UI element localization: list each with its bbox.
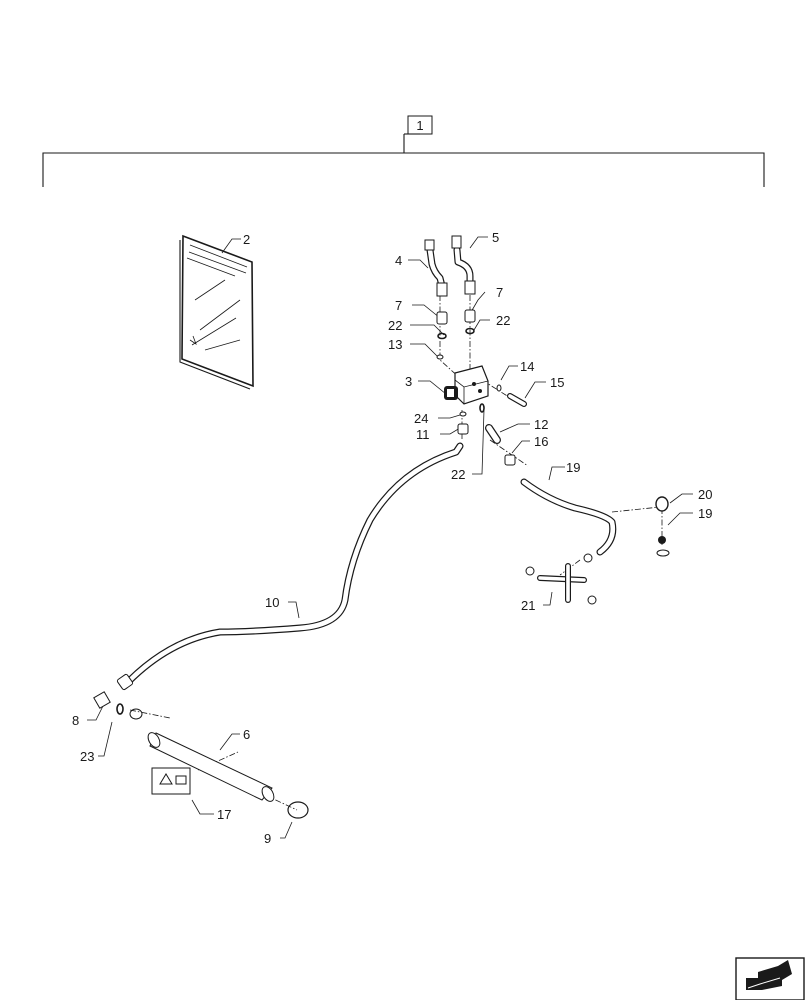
- callout-17: 17: [217, 807, 231, 822]
- tube-part-4: [424, 239, 448, 297]
- callout-7-right: 7: [496, 285, 503, 300]
- callout-14: 14: [520, 359, 534, 374]
- callout-11: 11: [416, 427, 430, 442]
- hose-part-10: [116, 442, 464, 691]
- fittings-and-seals: [436, 309, 476, 360]
- callout-22-left: 22: [388, 318, 402, 333]
- callout-7-left: 7: [395, 298, 402, 313]
- kit-callout: 1: [416, 118, 423, 133]
- callout-16: 16: [534, 434, 548, 449]
- clamp-and-tee: [525, 496, 670, 605]
- center-lines: [129, 295, 663, 811]
- next-page-arrow-icon[interactable]: [735, 957, 805, 1001]
- lower-fittings: [457, 403, 516, 466]
- callout-2: 2: [243, 232, 250, 247]
- decal-part-17: [151, 767, 191, 795]
- parts-14-15: [496, 384, 527, 407]
- callout-8: 8: [72, 713, 79, 728]
- callout-6: 6: [243, 727, 250, 742]
- callout-13: 13: [388, 337, 402, 352]
- leader-lines: [87, 236, 693, 839]
- callout-19-hose: 19: [566, 460, 580, 475]
- hose-part-19: [520, 478, 617, 556]
- valve-block-part-3: [444, 365, 489, 405]
- filter-canister-part-6: [147, 732, 309, 819]
- callout-4: 4: [395, 253, 402, 268]
- tube-part-5: [451, 235, 476, 295]
- callout-labels: 2 4 5 7 7 22 22 13 3 14 15 24 11 12 16 2…: [72, 230, 712, 846]
- callout-15: 15: [550, 375, 564, 390]
- callout-19-clamp: 19: [698, 506, 712, 521]
- callout-24: 24: [414, 411, 428, 426]
- callout-21: 21: [521, 598, 535, 613]
- callout-20: 20: [698, 487, 712, 502]
- callout-10: 10: [265, 595, 279, 610]
- callout-5: 5: [492, 230, 499, 245]
- instruction-manual: [179, 234, 254, 390]
- callout-12: 12: [534, 417, 548, 432]
- callout-3: 3: [405, 374, 412, 389]
- callout-23: 23: [80, 749, 94, 764]
- callout-9: 9: [264, 831, 271, 846]
- callout-22-right: 22: [496, 313, 510, 328]
- kit-bracket: 1: [42, 115, 765, 187]
- fitting-8-and-seal-23: [93, 691, 143, 720]
- callout-22-lower: 22: [451, 467, 465, 482]
